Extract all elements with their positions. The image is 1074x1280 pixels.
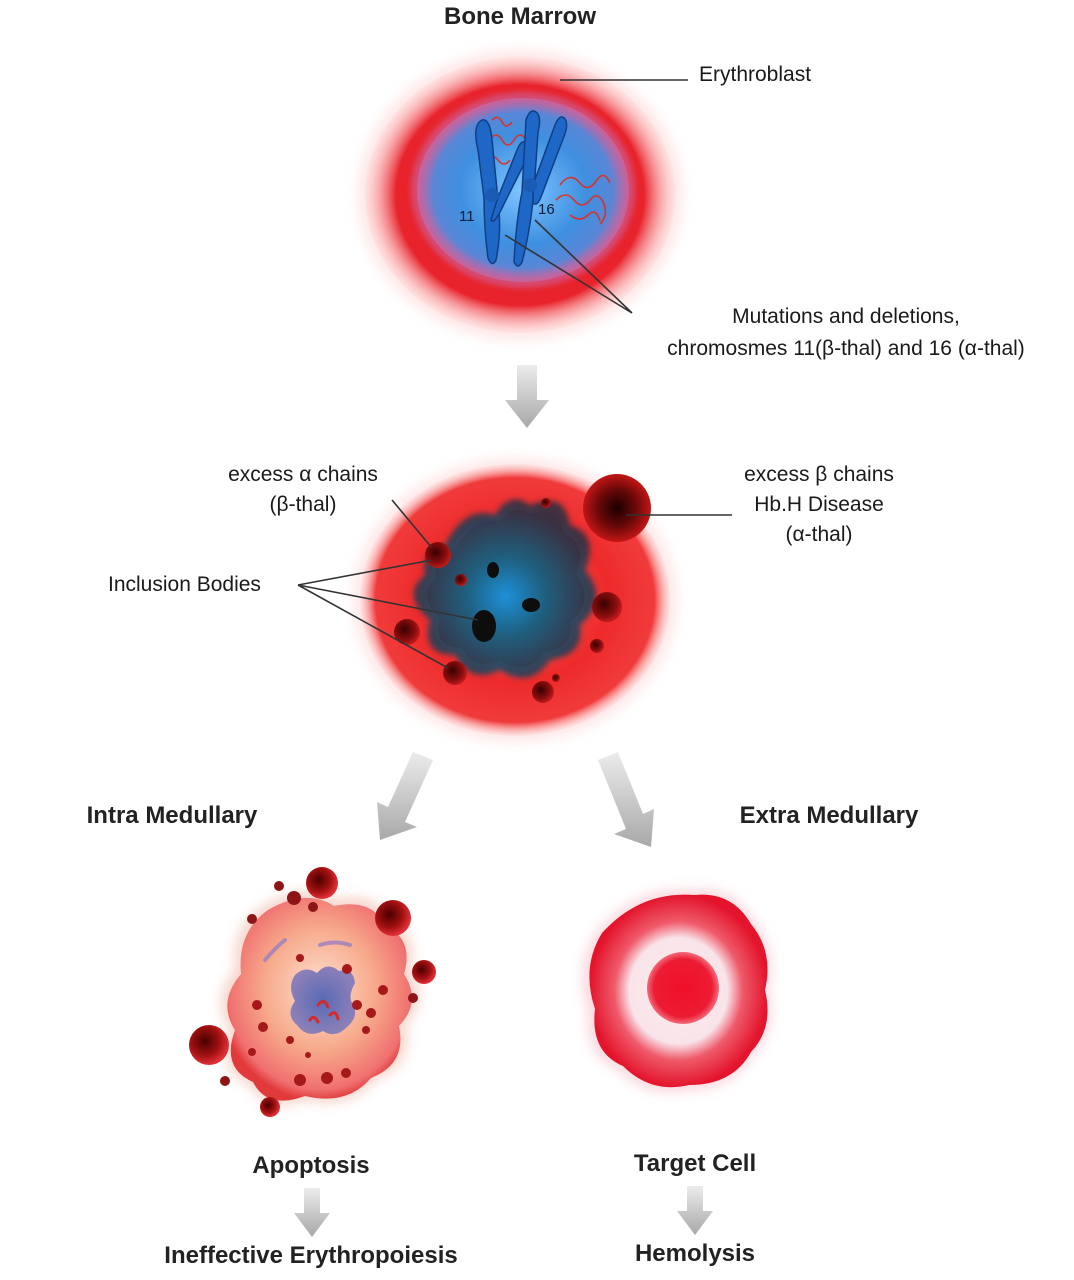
bone-marrow-title: Bone Marrow (444, 3, 596, 30)
dna-strand-right (555, 174, 611, 225)
arrow-down-right (598, 752, 654, 847)
inclusion-body (590, 639, 604, 653)
inclusion-body-cell (353, 458, 677, 742)
mutations-leader-lines (504, 219, 633, 314)
chromosome-11 (475, 119, 529, 265)
chromosome-11-label: 11 (459, 208, 475, 225)
apoptotic-bleb (260, 1097, 280, 1117)
apoptotic-bleb (412, 960, 436, 984)
apoptotic-bleb (375, 900, 411, 936)
erythroblast-label: Erythroblast (699, 63, 811, 86)
mutations-label-line1: Mutations and deletions, (732, 305, 960, 328)
inclusion-body (394, 619, 420, 645)
excess-alpha-leader-line (391, 499, 433, 549)
nuclear-fragment-1 (472, 610, 496, 642)
inclusion-body (532, 681, 554, 703)
intra-medullary-heading: Intra Medullary (87, 802, 258, 829)
target-cell-label: Target Cell (634, 1150, 756, 1177)
arrow-down-target-cell (677, 1186, 713, 1235)
mutations-label-line2: chromosmes 11(β-thal) and 16 (α-thal) (667, 337, 1025, 360)
target-cell (582, 889, 771, 1093)
arrow-down-apoptosis (294, 1188, 330, 1237)
excess-beta-label-line3: (α-thal) (786, 523, 853, 546)
inclusion-body (552, 674, 560, 682)
arrow-down-left (377, 752, 433, 840)
ineffective-erythropoiesis-label: Ineffective Erythropoiesis (164, 1242, 457, 1269)
arrow-down-1 (505, 365, 549, 428)
inclusion-body (425, 542, 451, 568)
erythroblast-cell: 11 16 (358, 50, 682, 340)
nuclear-fragment-2 (522, 598, 540, 612)
inclusion-body (443, 661, 467, 685)
chromosome-16 (513, 110, 568, 267)
apoptotic-bleb (306, 867, 338, 899)
apoptotic-cell (189, 867, 436, 1117)
inclusion-bodies-label: Inclusion Bodies (108, 573, 261, 596)
hemolysis-label: Hemolysis (635, 1240, 755, 1267)
excess-beta-label-line2: Hb.H Disease (754, 493, 884, 516)
target-cell-center (647, 952, 719, 1024)
hbh-inclusion-body (583, 474, 651, 542)
chromosome-16-label: 16 (538, 201, 555, 218)
excess-alpha-label-line2: (β-thal) (270, 493, 337, 516)
inclusion-body (455, 574, 467, 586)
inclusion-body (592, 592, 622, 622)
apoptotic-bleb (189, 1025, 229, 1065)
extra-medullary-heading: Extra Medullary (740, 802, 919, 829)
excess-alpha-label-line1: excess α chains (228, 463, 378, 486)
excess-beta-label-line1: excess β chains (744, 463, 894, 486)
nuclear-fragment-3 (487, 562, 499, 578)
inclusion-body (541, 498, 551, 508)
inclusion-bodies-leader-lines (297, 559, 479, 669)
apoptosis-label: Apoptosis (252, 1152, 369, 1179)
